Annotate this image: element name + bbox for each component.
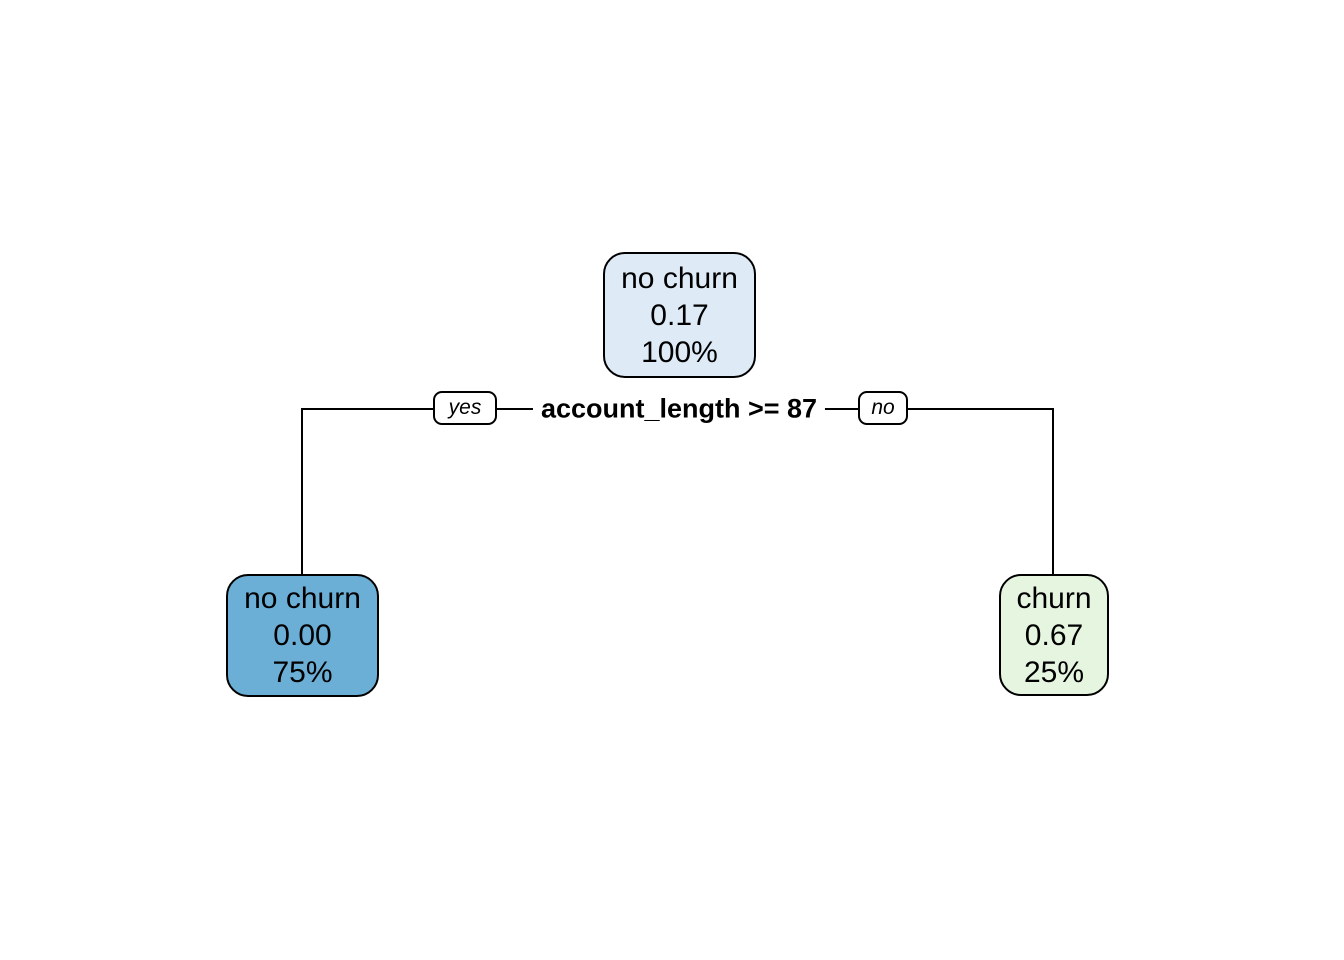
root-node-class: no churn	[621, 261, 738, 295]
right-leaf-node: churn 0.67 25%	[999, 574, 1109, 696]
root-node: no churn 0.17 100%	[603, 252, 756, 378]
right-leaf-probability: 0.67	[1024, 618, 1084, 652]
left-leaf-class: no churn	[244, 582, 361, 615]
root-node-probability: 0.17	[650, 298, 709, 332]
no-branch-label-text: no	[871, 396, 895, 419]
branch-line-right-vertical	[1052, 408, 1054, 576]
left-leaf-coverage: 75%	[272, 656, 333, 689]
yes-branch-label: yes	[433, 391, 497, 425]
left-leaf-node: no churn 0.00 75%	[226, 574, 379, 697]
right-leaf-coverage: 25%	[1023, 655, 1085, 689]
root-node-coverage: 100%	[641, 335, 718, 369]
right-leaf-class: churn	[1016, 581, 1092, 615]
left-leaf-probability: 0.00	[273, 619, 332, 652]
branch-line-left-vertical	[301, 408, 303, 576]
yes-branch-label-text: yes	[448, 396, 482, 419]
split-condition-label: account_length >= 87	[532, 393, 826, 425]
no-branch-label: no	[858, 391, 908, 425]
